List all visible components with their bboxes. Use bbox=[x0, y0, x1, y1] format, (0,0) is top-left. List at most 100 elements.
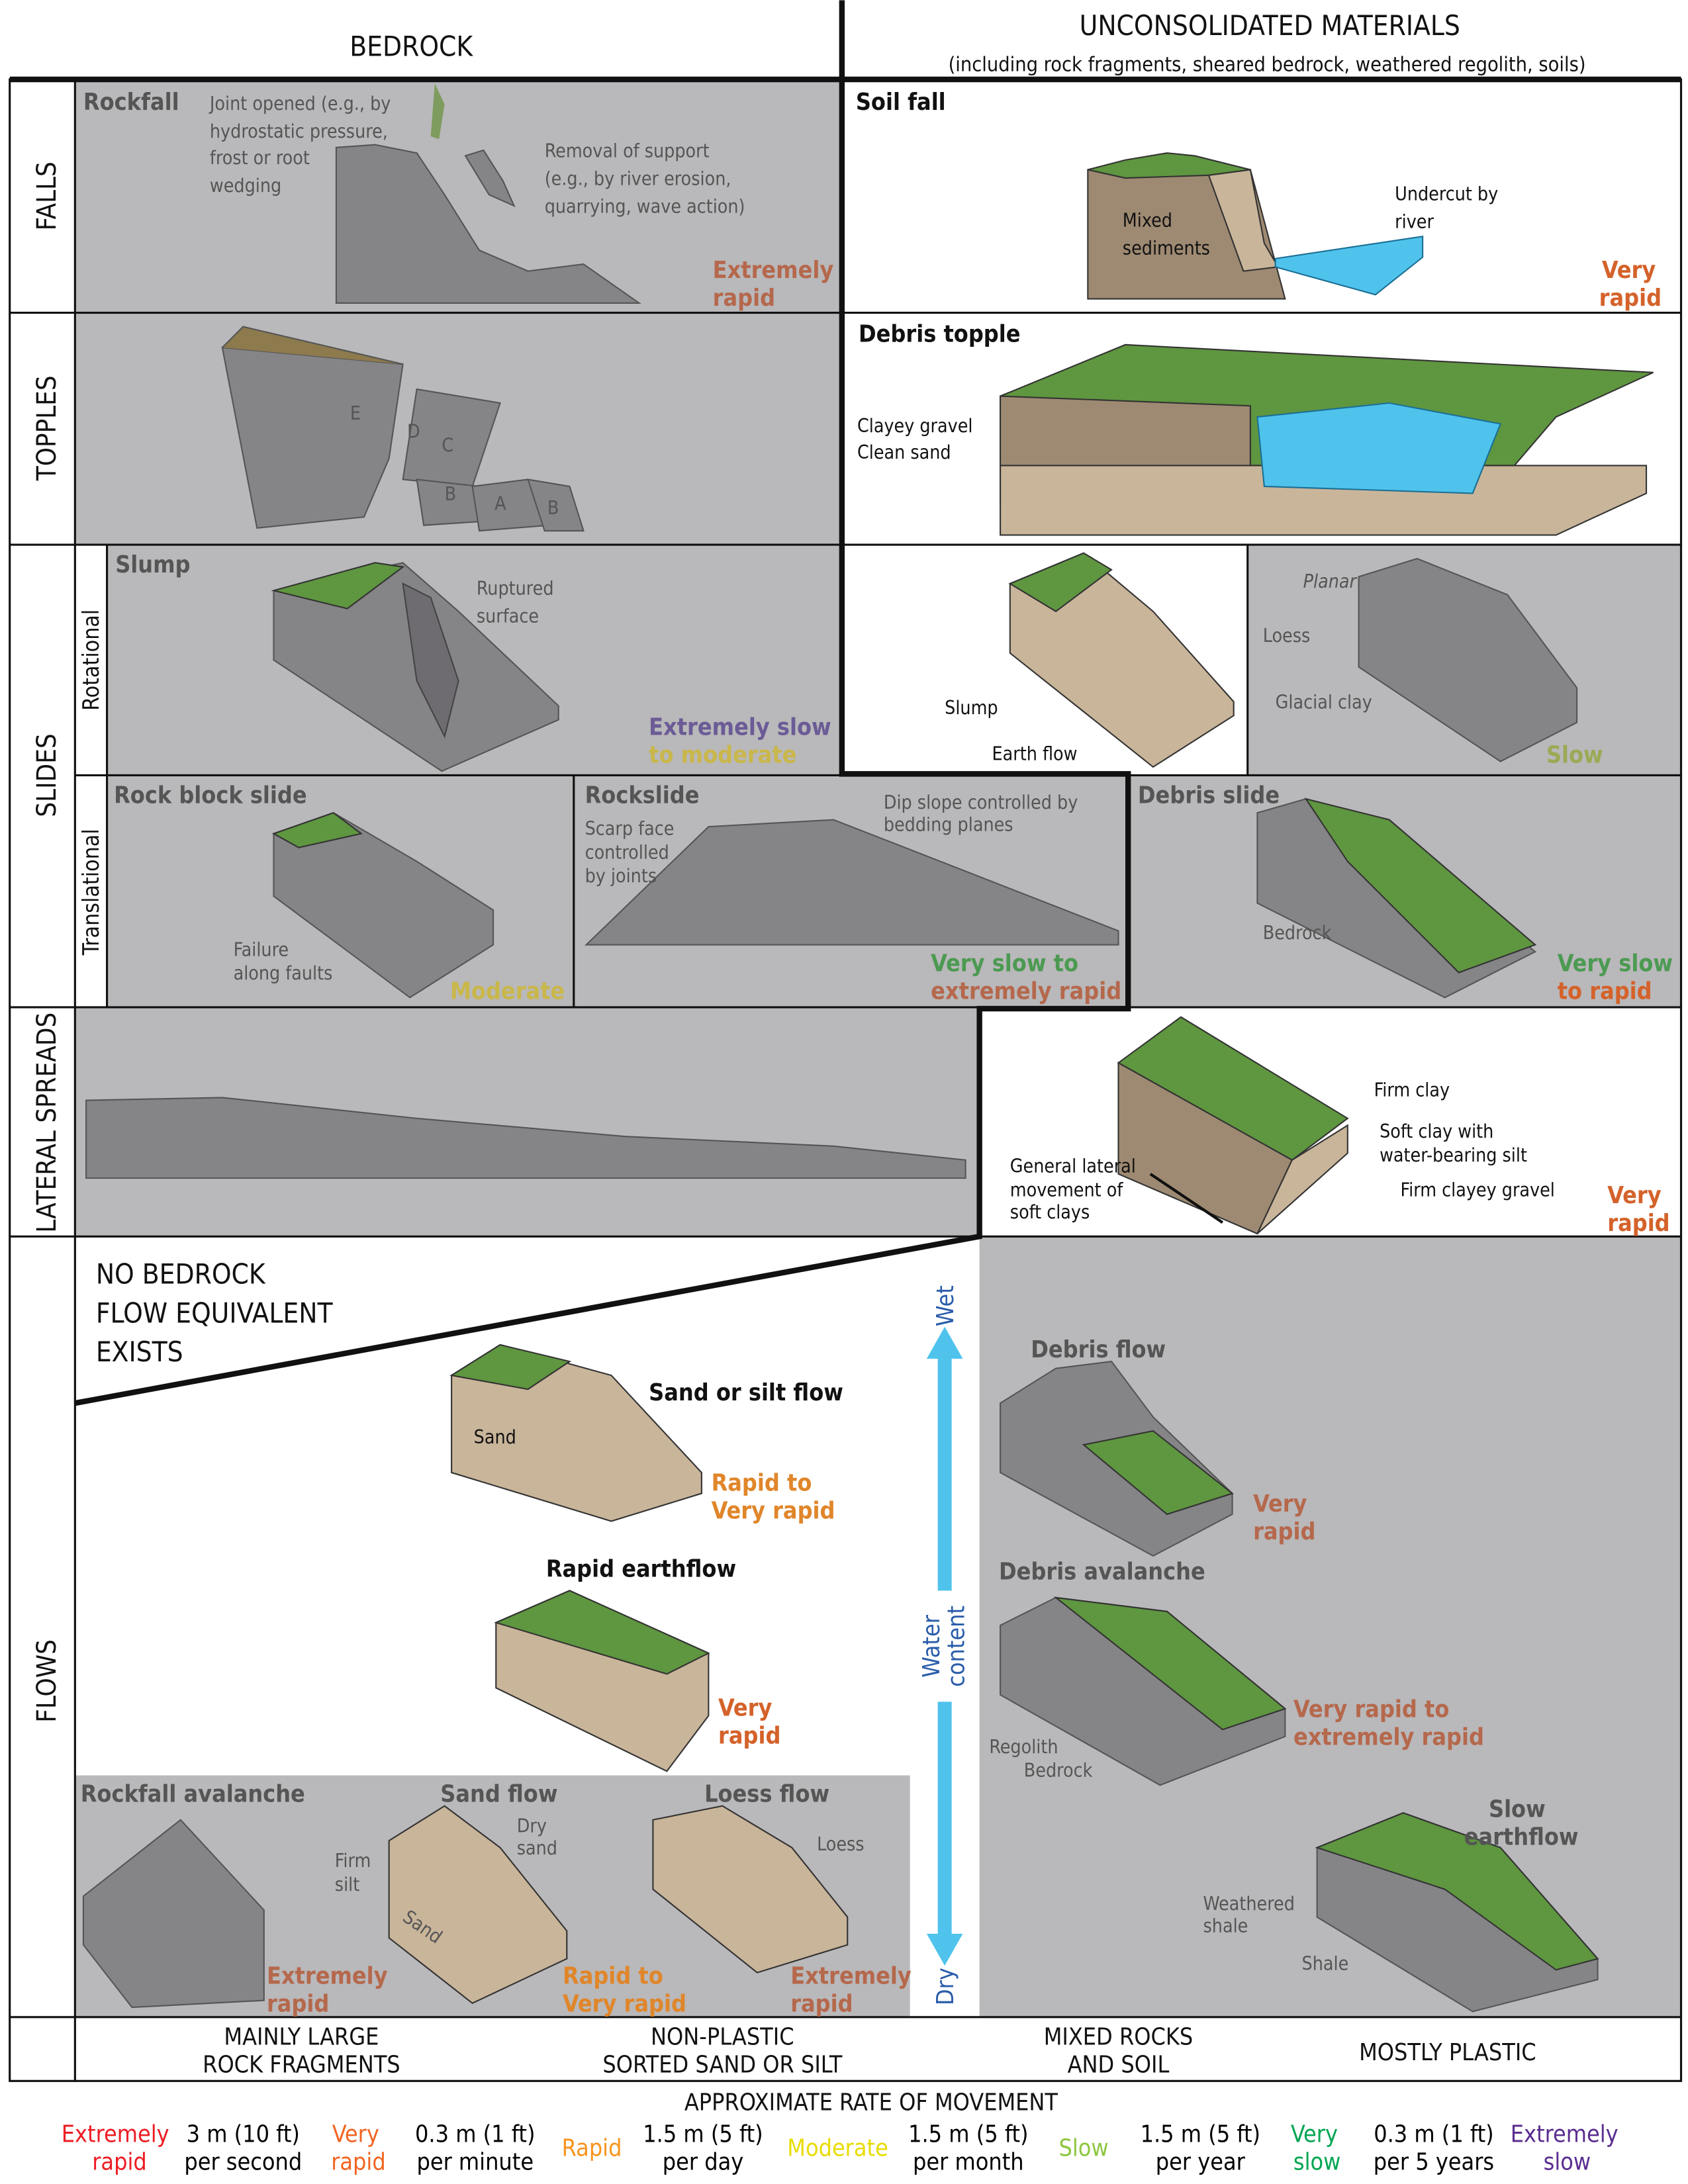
block-label: B bbox=[445, 483, 456, 505]
rockfall-note: quarrying, wave action) bbox=[545, 195, 745, 217]
legend-speed: per minute bbox=[416, 2149, 534, 2176]
river-illustration bbox=[1274, 235, 1424, 296]
category-label: ROCK FRAGMENTS bbox=[203, 2052, 400, 2079]
rate-label: to moderate bbox=[649, 742, 796, 769]
layer-label: Clean sand bbox=[857, 441, 951, 463]
rockfall-note: frost or root bbox=[210, 147, 310, 169]
category-label: MAINLY LARGE bbox=[224, 2024, 379, 2051]
rate-label: to rapid bbox=[1558, 978, 1652, 1005]
loess-label: Loess bbox=[1263, 625, 1311, 647]
row-label-rotational: Rotational bbox=[78, 610, 104, 711]
rate-label: Extremely bbox=[790, 1962, 912, 1989]
note: along faults bbox=[234, 962, 333, 984]
material-categories: MAINLY LARGE ROCK FRAGMENTS NON-PLASTIC … bbox=[203, 2024, 1536, 2079]
rate-label: Extremely bbox=[267, 1962, 388, 1989]
rate-label: Very bbox=[1607, 1182, 1661, 1209]
row-label-flows: FLOWS bbox=[32, 1639, 62, 1723]
note: sand bbox=[517, 1837, 557, 1859]
legend-rate: Very bbox=[332, 2121, 379, 2148]
rockfall-note: Removal of support bbox=[545, 140, 710, 162]
rate-label: extremely rapid bbox=[1293, 1723, 1484, 1751]
legend-speed: 1.5 m (5 ft) bbox=[908, 2121, 1028, 2148]
tree-icon bbox=[430, 83, 445, 140]
lateral-spread-unconsolidated-panel: Firm clay Soft clay with water-bearing s… bbox=[1010, 1016, 1670, 1237]
rate-label: Very rapid bbox=[712, 1497, 835, 1524]
legend-rate: slow bbox=[1293, 2149, 1341, 2176]
legend-speed: 0.3 m (1 ft) bbox=[415, 2121, 535, 2148]
note: Weathered bbox=[1203, 1893, 1295, 1915]
glacial-clay-label: Glacial clay bbox=[1276, 692, 1372, 713]
legend-speed: per 5 years bbox=[1374, 2149, 1494, 2176]
unconsolidated-header: UNCONSOLIDATED MATERIALS bbox=[1080, 9, 1460, 42]
legend-rate: rapid bbox=[92, 2149, 147, 2176]
regolith-label: Regolith bbox=[989, 1736, 1058, 1758]
shale-label: Shale bbox=[1302, 1952, 1349, 1974]
slump-label: Slump bbox=[945, 697, 998, 719]
soil-fall-note: sediments bbox=[1123, 237, 1210, 259]
row-label-slides: SLIDES bbox=[32, 733, 62, 817]
unconsolidated-rotational-panel: Slump Earth flow Planar Loess Glacial cl… bbox=[945, 552, 1603, 769]
rate-label: rapid bbox=[267, 1990, 329, 2017]
soil-fall-title: Soil fall bbox=[856, 89, 946, 116]
rate-label: rapid bbox=[1599, 285, 1662, 312]
note: controlled bbox=[585, 841, 669, 863]
row-label-topples: TOPPLES bbox=[32, 375, 62, 481]
topples-bedrock-panel: E D C B A B bbox=[221, 326, 585, 532]
block-label: C bbox=[442, 434, 453, 456]
note: Dip slope controlled by bbox=[884, 792, 1078, 813]
rockfall-cliff-illustration bbox=[335, 144, 641, 304]
legend-rate: Slow bbox=[1058, 2135, 1108, 2162]
water-content-label: content bbox=[943, 1606, 970, 1687]
rate-label: Very bbox=[718, 1694, 772, 1721]
arrow-up-icon bbox=[926, 1326, 963, 1359]
rate-label: extremely rapid bbox=[931, 978, 1121, 1005]
legend-speed: per month bbox=[913, 2149, 1024, 2176]
soil-fall-note: river bbox=[1395, 211, 1434, 233]
falling-rock-illustration bbox=[464, 149, 516, 208]
legend-rate: Extremely bbox=[1511, 2121, 1618, 2148]
rockfall-title: Rockfall bbox=[83, 89, 179, 116]
debris-flow-title: Debris flow bbox=[1031, 1336, 1166, 1363]
bedrock-header: BEDROCK bbox=[350, 30, 473, 62]
block-label: E bbox=[350, 402, 361, 424]
grass-top bbox=[1088, 152, 1251, 179]
category-label: AND SOIL bbox=[1068, 2052, 1170, 2079]
soil-fall-note: Undercut by bbox=[1395, 183, 1498, 205]
rate-label: Slow bbox=[1546, 742, 1603, 769]
legend-rate: Very bbox=[1291, 2121, 1338, 2148]
debris-topple-title: Debris topple bbox=[859, 321, 1021, 348]
legend-speed: 3 m (10 ft) bbox=[187, 2121, 300, 2148]
soil-fall-panel: Soil fall Mixed sediments Undercut by ri… bbox=[856, 89, 1662, 312]
row-label-translational: Translational bbox=[78, 829, 104, 956]
rate-label: Very rapid bbox=[563, 1990, 686, 2017]
legend-speed: per second bbox=[184, 2149, 302, 2176]
rate-label: Very bbox=[1253, 1490, 1307, 1518]
note: bedding planes bbox=[884, 813, 1013, 835]
category-label: MIXED ROCKS bbox=[1044, 2024, 1194, 2051]
legend-rate: Extremely bbox=[62, 2121, 169, 2148]
loess-label: Loess bbox=[817, 1833, 865, 1855]
rate-label: Extremely slow bbox=[649, 714, 831, 741]
unconsolidated-subheader: (including rock fragments, sheared bedro… bbox=[949, 53, 1586, 76]
legend-speed: 1.5 m (5 ft) bbox=[643, 2121, 763, 2148]
rockslide-title: Rockslide bbox=[585, 782, 700, 809]
rate-legend: APPROXIMATE RATE OF MOVEMENT Extremely r… bbox=[62, 2089, 1618, 2175]
category-label: NON-PLASTIC bbox=[651, 2024, 794, 2051]
slump-note: Ruptured bbox=[477, 578, 554, 600]
note: by joints bbox=[585, 865, 657, 887]
spreading-rock-illustration bbox=[85, 1097, 966, 1179]
rate-label: Rapid to bbox=[712, 1469, 812, 1496]
arrow-down-icon bbox=[926, 1933, 963, 1966]
rockfall-panel: Rockfall Joint opened (e.g., by hydrosta… bbox=[83, 83, 833, 312]
rock-columns-illustration bbox=[221, 346, 404, 529]
water-content-arrow: Wet Dry Water content bbox=[917, 1285, 973, 2005]
legend-title: APPROXIMATE RATE OF MOVEMENT bbox=[684, 2089, 1058, 2116]
note: General lateral bbox=[1010, 1156, 1136, 1177]
no-bedrock-note: EXISTS bbox=[96, 1336, 183, 1368]
rockfall-note: wedging bbox=[210, 175, 281, 197]
legend-speed: 1.5 m (5 ft) bbox=[1141, 2121, 1260, 2148]
wet-label: Wet bbox=[932, 1285, 959, 1326]
legend-rate: rapid bbox=[331, 2149, 386, 2176]
layer-label: Firm clay bbox=[1374, 1079, 1450, 1101]
